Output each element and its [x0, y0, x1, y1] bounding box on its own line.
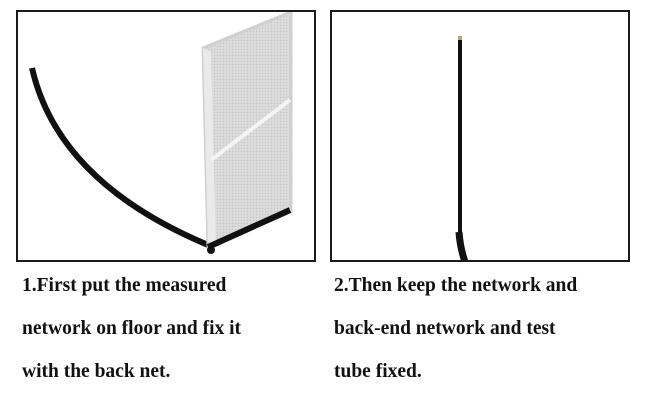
caption-line: with the back net.: [22, 361, 171, 382]
step-2-image: [330, 10, 630, 262]
caption-line: 1.First put the measured: [22, 275, 227, 296]
caption-line: tube fixed.: [334, 361, 422, 382]
straight-tube-illustration: [455, 36, 469, 260]
caption-line: 2.Then keep the network and: [334, 275, 578, 296]
step-1-image: [16, 10, 316, 262]
step-2-caption: 2.Then keep the network and back-end net…: [334, 264, 644, 393]
caption-line: back-end network and test: [334, 318, 556, 339]
caption-line: network on floor and fix it: [22, 318, 242, 339]
panel-with-curved-tube-illustration: [29, 12, 293, 254]
curved-tube: [29, 67, 210, 248]
mesh-panel: [201, 12, 293, 250]
base-bar: [206, 207, 292, 250]
step-1-caption: 1.First put the measured network on floo…: [22, 264, 322, 393]
